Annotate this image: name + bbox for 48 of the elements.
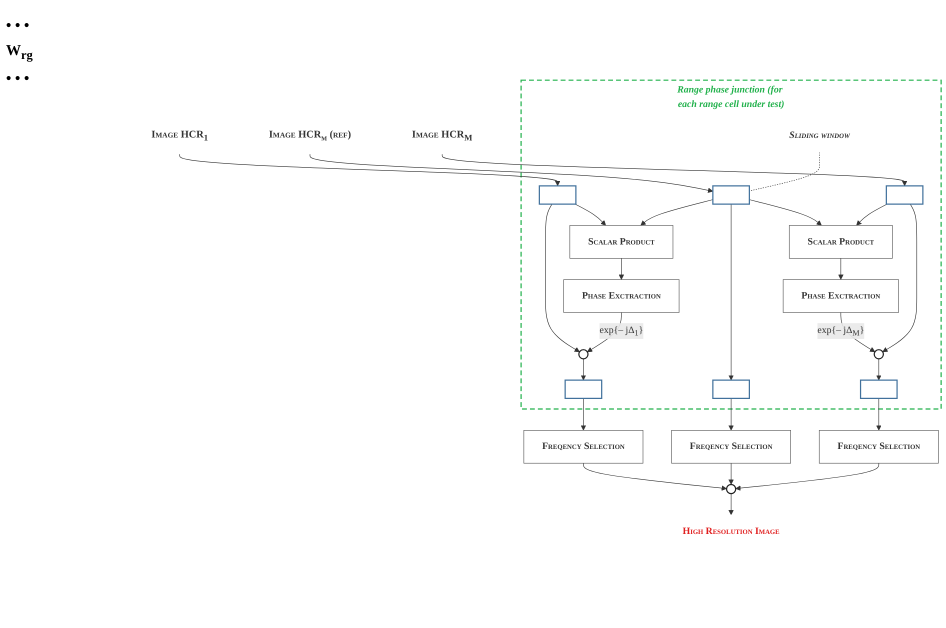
node-box: Phase Exctraction: [782, 279, 899, 313]
node-circle: [726, 484, 736, 494]
edge-label: exp{– jΔ$_{1}$}: [600, 324, 644, 338]
arrow: [882, 204, 918, 352]
node-box: [712, 380, 750, 399]
edge-label: exp{– jΔ$_{M}$}: [817, 324, 864, 338]
node-circle: [874, 349, 884, 360]
node-box: Freqency Selection: [818, 430, 939, 464]
node-box: Phase Exctraction: [563, 279, 680, 313]
arrow: [545, 204, 580, 352]
text-label: • • •: [6, 71, 30, 88]
text-label: • • •: [6, 18, 30, 35]
text-label: W$_{rg}$: [6, 43, 34, 63]
node-box: [886, 185, 924, 205]
arrow: [728, 493, 734, 516]
arrow: [580, 358, 586, 380]
node-box: Scalar Product: [570, 225, 674, 259]
arrow: [735, 462, 880, 491]
arrow: [728, 462, 734, 485]
node-text: Image HCR$_{m}$ (ref): [268, 128, 352, 143]
arrow: [876, 398, 882, 431]
arrow: [580, 398, 586, 431]
node-text: Image HCR$_{M}$: [412, 128, 472, 143]
node-box: Freqency Selection: [524, 430, 644, 464]
arrow: [728, 204, 734, 380]
arrow: [838, 258, 844, 280]
node-box: [860, 380, 898, 399]
arrow: [728, 398, 734, 431]
arrow: [749, 199, 822, 226]
arrow: [876, 358, 882, 380]
arrow: [640, 199, 714, 226]
node-box: Scalar Product: [788, 225, 893, 259]
connector: [749, 152, 820, 192]
arrow: [442, 154, 908, 186]
node-text: High Resolution Image: [682, 526, 780, 536]
node-text: Sliding window: [789, 130, 850, 141]
arrow: [856, 204, 888, 226]
arrow: [179, 154, 560, 186]
arrow: [310, 154, 714, 193]
arrow: [574, 204, 606, 226]
node-text: Image HCR$_{1}$: [151, 128, 208, 143]
arrow: [583, 462, 727, 491]
node-box: Freqency Selection: [671, 430, 791, 464]
node-box: [538, 185, 576, 205]
node-circle: [578, 349, 589, 360]
node-box: [564, 380, 602, 399]
arrow: [618, 258, 624, 280]
node-box: [712, 185, 750, 205]
